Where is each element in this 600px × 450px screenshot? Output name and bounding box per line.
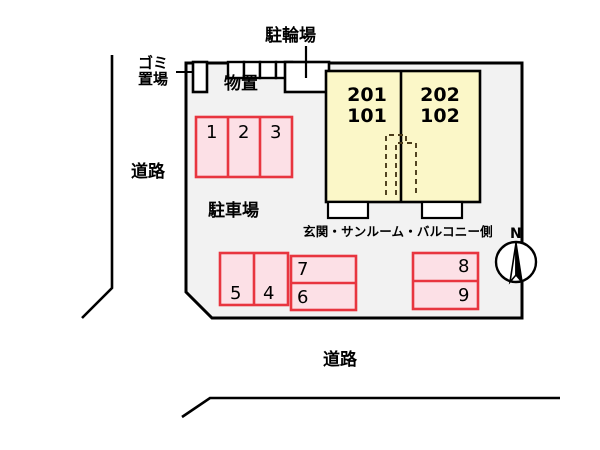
label-bicycle-parking-text: 駐輪場 <box>265 26 316 46</box>
parking-stall-5: 5 <box>230 283 242 304</box>
label-road-left: 道路 <box>131 162 165 182</box>
building-unit-left: 201 101 <box>336 84 398 128</box>
building-unit-right: 202 102 <box>409 84 471 128</box>
compass-rose <box>494 240 538 285</box>
building-stair-dashed <box>385 134 417 195</box>
parking-block-lower-left <box>218 251 290 307</box>
parking-stall-3: 3 <box>270 122 282 143</box>
label-car-parking: 駐車場 <box>208 201 259 221</box>
balcony-box-right <box>420 200 464 220</box>
label-road-bottom-text: 道路 <box>323 350 357 370</box>
label-road-bottom: 道路 <box>323 350 357 370</box>
label-building-side-note: 玄関・サンルーム・バルコニー側 <box>303 221 493 240</box>
label-car-parking-text: 駐車場 <box>208 201 259 221</box>
balcony-box-left <box>326 200 370 220</box>
parking-block-lower-right <box>411 251 480 311</box>
label-storage-sheds-text: 物置 <box>224 74 258 94</box>
parking-block-lower-mid <box>289 254 358 312</box>
building-unit-left-upper: 201 <box>347 84 387 106</box>
parking-stall-4: 4 <box>263 283 275 304</box>
parking-stall-9: 9 <box>458 285 470 306</box>
building-unit-left-lower: 101 <box>347 105 387 128</box>
trash-station-box <box>191 60 209 94</box>
building-unit-right-upper: 202 <box>420 84 460 106</box>
building-unit-right-lower: 102 <box>420 105 460 128</box>
parking-block-upper <box>194 115 294 179</box>
label-trash-station: ゴミ 置場 <box>138 54 169 88</box>
parking-stall-7: 7 <box>297 259 309 280</box>
parking-stall-2: 2 <box>238 122 250 143</box>
label-storage-sheds: 物置 <box>224 74 258 94</box>
label-building-side-note-text: 玄関・サンルーム・バルコニー側 <box>303 224 493 239</box>
parking-stall-6: 6 <box>297 287 309 308</box>
road-bottom-boundary <box>181 396 560 419</box>
road-left-boundary <box>81 55 114 319</box>
label-road-left-text: 道路 <box>131 162 165 182</box>
parking-stall-8: 8 <box>458 256 470 277</box>
label-trash-station-text: ゴミ 置場 <box>138 54 169 88</box>
label-bicycle-parking: 駐輪場 <box>265 26 316 46</box>
label-compass-north: N <box>510 226 522 242</box>
building-block <box>324 69 482 204</box>
label-compass-north-text: N <box>510 226 522 242</box>
parking-stall-1: 1 <box>206 122 218 143</box>
